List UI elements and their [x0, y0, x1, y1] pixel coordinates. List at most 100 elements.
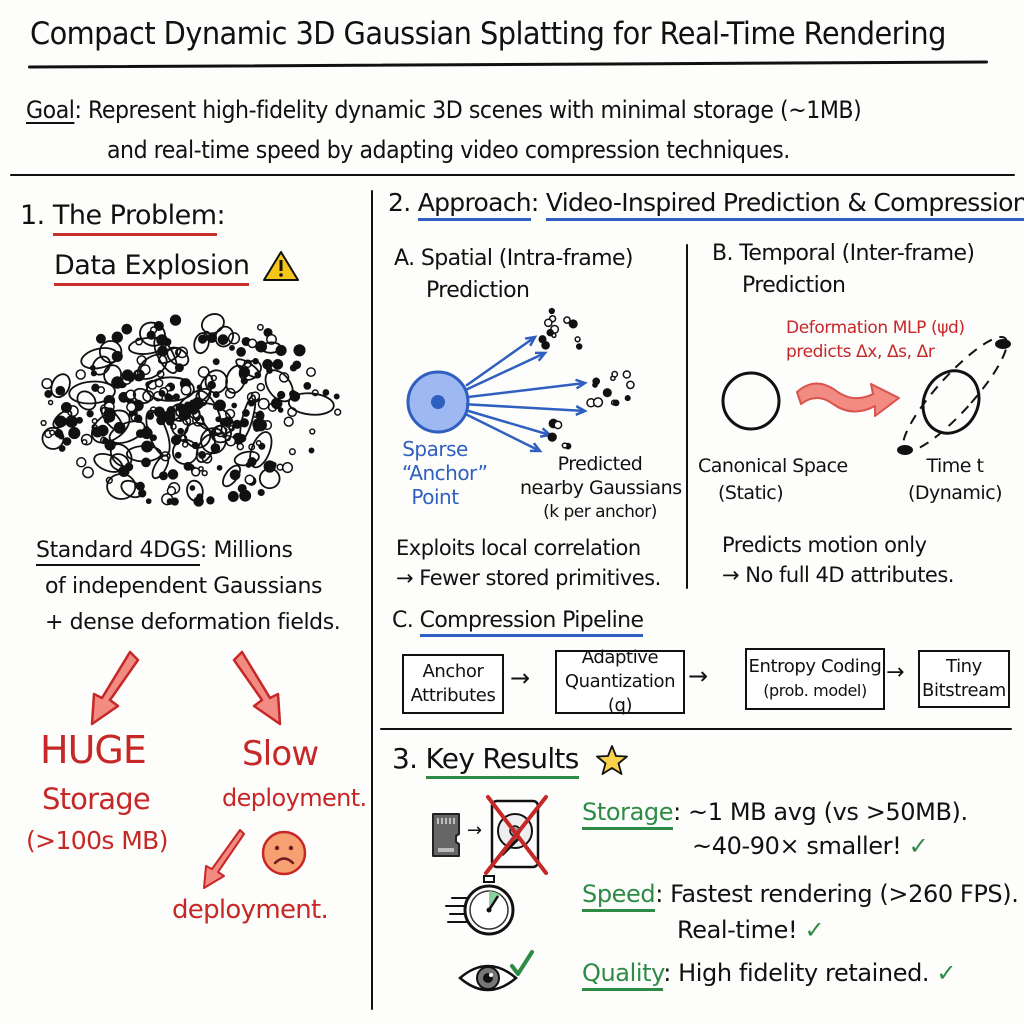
standard-4dgs-label: Standard 4DGS — [36, 538, 200, 566]
pipeline-heading: C. Compression Pipeline — [392, 608, 644, 637]
gaussian-ellipse — [68, 380, 116, 405]
gaussian-point — [256, 382, 266, 392]
pipeline-step-entropy-coding: Entropy Coding(prob. model) — [745, 648, 885, 710]
goal-block: Goal: Represent high-fidelity dynamic 3D… — [26, 90, 862, 170]
warning-icon — [263, 251, 299, 281]
pipeline-arrow-icon: → — [886, 660, 905, 685]
canonical-gaussian-icon — [721, 371, 781, 431]
gaussian-ellipse — [200, 427, 227, 455]
slow-label: Slow — [242, 734, 319, 774]
deformation-arrow-icon — [796, 382, 900, 417]
predicted-gaussian — [546, 328, 554, 337]
predicted-gaussian — [624, 395, 631, 402]
gaussian-ellipse — [260, 341, 282, 354]
gaussian-point — [198, 465, 204, 472]
gaussian-ellipse — [76, 390, 97, 411]
pipeline-heading-label: Compression Pipeline — [419, 608, 644, 637]
gaussian-ellipse — [145, 409, 171, 457]
gaussian-ellipse — [239, 394, 257, 441]
spatial-note: Exploits local correlation → Fewer store… — [396, 536, 661, 590]
problem-heading-label: The Problem — [52, 200, 217, 236]
gaussian-point — [126, 401, 137, 413]
gaussian-point — [191, 467, 201, 477]
predicted-gaussian — [553, 420, 563, 430]
sd-card-icon — [432, 813, 460, 857]
gaussian-ellipse — [195, 390, 223, 436]
gaussian-point — [252, 418, 265, 431]
eye-icon — [458, 950, 534, 992]
canonical-space-label: Canonical Space (Static) — [698, 455, 848, 504]
gaussian-point — [255, 440, 262, 446]
predicted-gaussian — [548, 307, 555, 315]
sad-face-icon — [261, 830, 307, 876]
gaussian-ellipse — [139, 321, 166, 347]
speed-result-label: Speed — [582, 880, 656, 912]
gaussian-ellipse — [198, 374, 214, 401]
spatial-title: A. Spatial (Intra-frame) Prediction — [394, 246, 634, 303]
gaussian-point — [76, 457, 87, 468]
gaussian-ellipse — [249, 431, 273, 469]
prediction-arrow — [465, 413, 541, 453]
gaussian-point — [177, 427, 185, 435]
gaussian-point — [167, 469, 179, 480]
results-divider — [380, 728, 1012, 730]
gaussian-ellipse — [41, 426, 65, 450]
pipeline-arrow-icon: → — [510, 664, 531, 692]
storage-size-label: (>100s MB) — [26, 826, 168, 855]
problem-heading: 1. The Problem: — [20, 200, 226, 236]
gaussian-point — [58, 444, 66, 452]
gaussian-point — [40, 419, 47, 427]
gaussian-ellipse — [128, 336, 168, 355]
gaussian-point — [174, 451, 182, 459]
gaussian-ellipse — [80, 347, 119, 370]
deformed-gaussian-icon — [897, 335, 1011, 455]
prediction-arrow — [465, 403, 586, 413]
gaussian-point — [111, 334, 119, 341]
gaussian-point — [76, 416, 83, 424]
prediction-arrowhead — [575, 405, 588, 416]
gaussian-point — [180, 384, 192, 396]
deformation-mlp-label: Deformation MLP (ψd) predicts Δx, Δs, Δr — [786, 318, 965, 362]
predicted-gaussian — [563, 316, 571, 324]
gaussian-point — [95, 333, 106, 344]
gaussian-ellipse — [225, 364, 247, 394]
check-icon: ✓ — [908, 832, 929, 860]
gaussian-ellipse — [233, 450, 260, 467]
gaussian-point — [44, 390, 53, 398]
arrow-to-slow-icon — [232, 650, 282, 726]
gaussian-ellipse — [287, 392, 335, 416]
deployment-label: deployment. — [172, 895, 329, 925]
predicted-gaussian — [574, 336, 581, 343]
check-icon: ✓ — [804, 916, 825, 944]
gaussian-point — [158, 389, 166, 397]
gaussian-ellipse — [103, 364, 123, 386]
standard-4dgs-text: Standard 4DGS: Millions of independent G… — [36, 538, 341, 635]
gaussian-ellipse — [145, 376, 195, 402]
gaussian-point — [247, 338, 258, 349]
gaussian-ellipse — [106, 473, 137, 500]
gaussian-cloud-illustration — [40, 313, 342, 507]
gaussian-point — [41, 377, 53, 390]
gaussian-point — [236, 347, 246, 357]
gaussian-ellipse — [151, 454, 170, 480]
gaussian-point — [97, 386, 106, 395]
gaussian-ellipse — [126, 445, 162, 463]
anchor-center — [431, 395, 445, 409]
check-icon: ✓ — [936, 959, 957, 987]
gaussian-point — [75, 369, 86, 380]
quality-result-label: Quality — [582, 959, 664, 991]
gaussian-point — [172, 393, 180, 401]
gaussian-point — [141, 457, 151, 468]
gaussian-ellipse — [193, 332, 210, 355]
gaussian-point — [232, 419, 242, 429]
storage-label: Storage — [42, 782, 151, 816]
predicted-gaussian — [592, 377, 601, 386]
gaussian-point — [236, 442, 245, 451]
prediction-arrowhead — [575, 378, 588, 390]
gaussian-point — [277, 407, 284, 413]
prediction-arrow — [465, 335, 536, 387]
approach-heading-rest: Video-Inspired Prediction & Compression — [545, 188, 1024, 221]
gaussian-ellipse — [186, 479, 204, 502]
arrow-to-storage-icon — [90, 650, 140, 726]
